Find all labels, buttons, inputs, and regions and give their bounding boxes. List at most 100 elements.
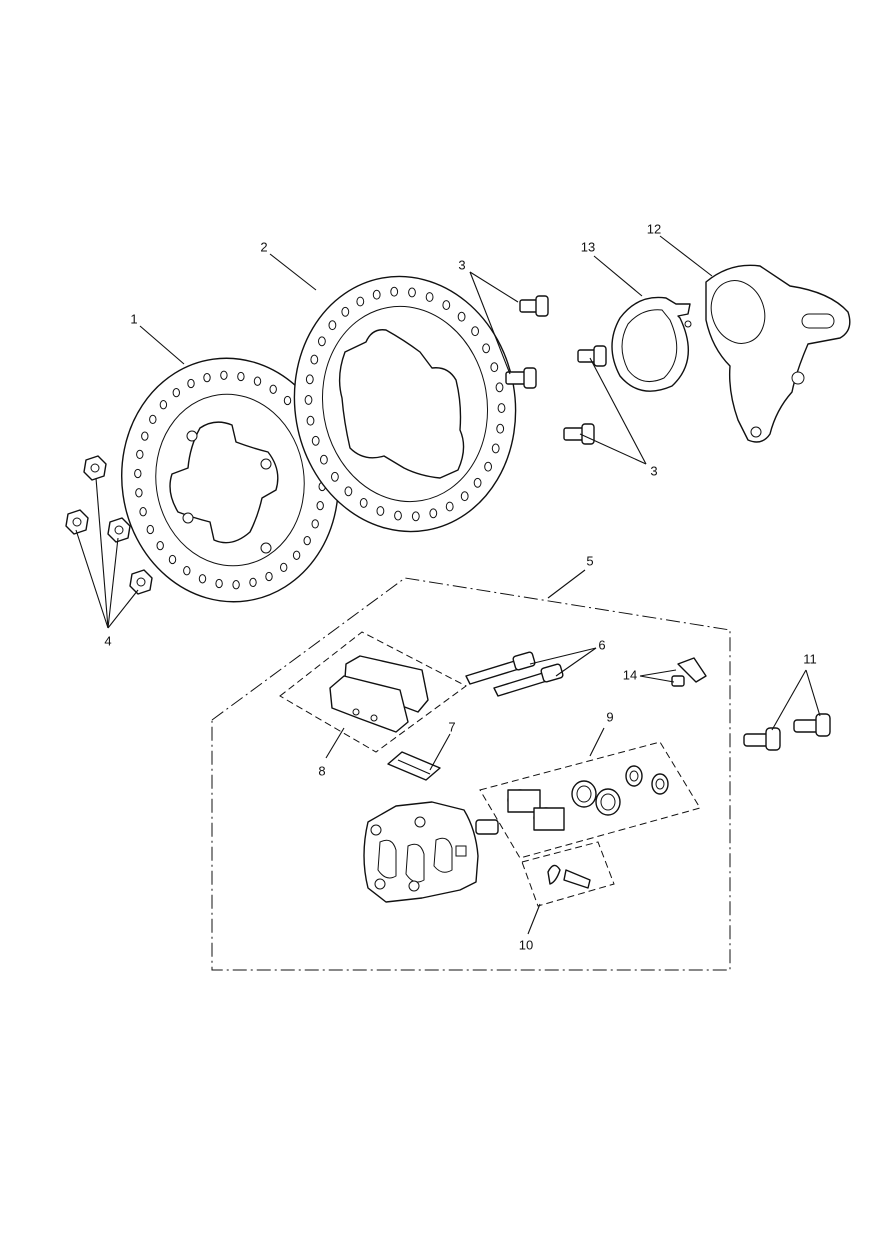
seal-kit-outline (479, 741, 701, 859)
disc-hole (394, 510, 402, 521)
callout-3: 3 (458, 257, 465, 272)
disc-hole (425, 292, 434, 302)
disc-hole (316, 500, 324, 511)
disc-hole (490, 362, 499, 373)
disc-hole (156, 540, 164, 551)
brake-caliper-body (363, 801, 499, 903)
flange-nut (65, 509, 89, 535)
disc-hole (198, 574, 207, 584)
callout-4: 4 (104, 633, 111, 648)
disc-hole (408, 287, 416, 298)
disc-hole (471, 326, 480, 337)
bleed-kit-outline (521, 841, 615, 907)
disc-hole (253, 376, 262, 386)
disc-hole (496, 423, 505, 434)
disc-hole (146, 524, 155, 535)
disc-hole (390, 286, 399, 297)
pad-pin (465, 651, 536, 685)
flange-nut (129, 569, 153, 595)
disc-hole (318, 336, 326, 347)
pad-pin (493, 663, 564, 697)
disc-hole (134, 468, 142, 479)
disc-hole (220, 370, 228, 380)
disc-bolt (563, 423, 595, 445)
callout-2: 2 (260, 239, 267, 254)
caliper-bolt (793, 713, 831, 737)
disc-hole (306, 415, 315, 426)
disc-hole (442, 300, 451, 311)
disc-hole (359, 497, 368, 508)
disc-hole (280, 562, 288, 573)
disc-hole (305, 374, 314, 385)
disc-hole (310, 354, 319, 365)
caliper-assembly-outline (211, 577, 731, 971)
disc-hole (237, 371, 245, 382)
callout-1: 1 (130, 311, 137, 326)
disc-hole (232, 580, 240, 590)
disc-hole (249, 577, 257, 588)
callout-14: 14 (623, 667, 637, 682)
brake-disc-1 (121, 357, 339, 603)
disc-hole (159, 400, 168, 410)
brake-disc-2 (293, 275, 517, 533)
pad-spring-7 (387, 751, 441, 781)
callout-6: 6 (598, 637, 605, 652)
disc-hole (460, 491, 469, 502)
disc-hole (429, 508, 438, 519)
disc-hole (356, 296, 365, 307)
disc-hole (269, 384, 277, 394)
caliper-bolt (743, 727, 781, 751)
disc-bolt (519, 295, 549, 317)
disc-hole (283, 395, 292, 406)
disc-hole (328, 320, 337, 331)
disc-hole (311, 435, 320, 446)
callout-3-lower: 3 (650, 463, 657, 478)
disc-hole (304, 394, 313, 405)
disc-hole (372, 289, 381, 300)
disc-hole (136, 449, 144, 460)
callout-7: 7 (448, 719, 455, 734)
disc-hole (215, 578, 223, 589)
pad-set-outline (279, 631, 467, 753)
callout-13: 13 (581, 239, 595, 254)
disc-bolt (505, 367, 537, 389)
bleed-kit (547, 864, 591, 889)
leader-lines (75, 235, 821, 935)
disc-hole (491, 443, 500, 454)
circlip-13 (611, 296, 692, 392)
disc-hole (292, 550, 301, 560)
seal-kit (507, 765, 669, 831)
disc-hole (445, 501, 454, 512)
disc-hole (135, 488, 143, 498)
disc-hole (344, 486, 353, 497)
disc-hole (141, 431, 149, 441)
disc-hole (168, 554, 177, 565)
disc-hole (495, 382, 504, 393)
disc-hole (203, 372, 211, 383)
disc-hole (265, 571, 273, 582)
callout-8: 8 (318, 763, 325, 778)
callout-5: 5 (586, 553, 593, 568)
disc-hole (411, 511, 420, 522)
disc-hole (484, 461, 493, 472)
disc-hole (376, 506, 385, 516)
disc-hole (457, 311, 466, 322)
caliper-bracket-12 (705, 264, 851, 443)
disc-hole (497, 403, 506, 414)
disc-hole (341, 306, 350, 317)
disc-hole (473, 477, 482, 488)
disc-hole (303, 535, 311, 546)
flange-nut (107, 517, 131, 543)
disc-hole (139, 507, 147, 517)
disc-hole (149, 414, 157, 425)
callout-12: 12 (647, 221, 661, 236)
disc-hole (187, 378, 195, 389)
callout-11: 11 (803, 651, 817, 666)
disc-hole (482, 343, 491, 354)
brake-pads (329, 655, 429, 733)
callout-9: 9 (606, 709, 613, 724)
disc-bolt (577, 345, 607, 367)
disc-hole (183, 566, 191, 576)
flange-nut (83, 455, 107, 481)
